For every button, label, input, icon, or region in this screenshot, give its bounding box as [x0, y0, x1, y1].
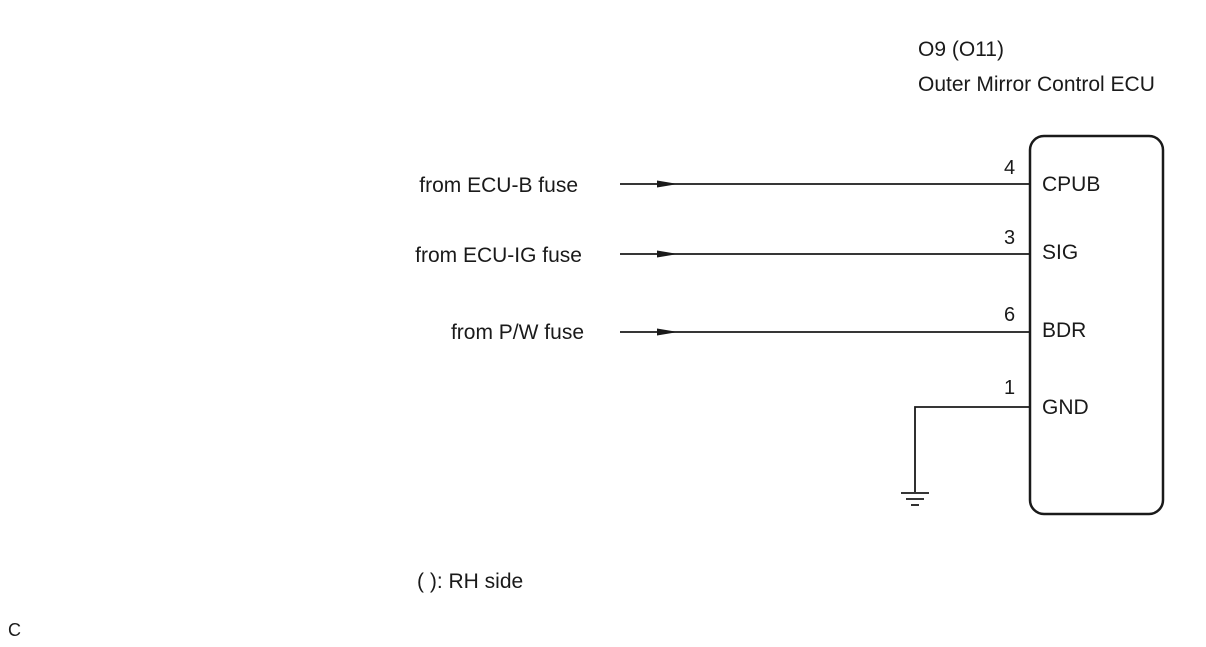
legend-note: ( ): RH side: [417, 570, 524, 593]
terminal-name-cpub: CPUB: [1042, 173, 1101, 196]
arrow-cpub-icon: [657, 180, 678, 188]
arrow-bdr-icon: [657, 328, 678, 336]
source-label-pw-fuse: from P/W fuse: [450, 321, 584, 344]
wire-gnd: [914, 406, 1030, 492]
pin-number-sig: 3: [1004, 227, 1016, 249]
ecu-name: Outer Mirror Control ECU: [918, 73, 1155, 96]
arrow-sig-icon: [657, 250, 678, 258]
pin-number-cpub: 4: [1004, 157, 1016, 179]
terminal-name-sig: SIG: [1042, 241, 1079, 264]
ground-icon: [901, 492, 929, 506]
corner-mark: C: [8, 620, 21, 640]
terminal-name-gnd: GND: [1042, 396, 1089, 419]
connector-code: O9 (O11): [918, 38, 1004, 61]
source-label-ecu-ig-fuse: from ECU-IG fuse: [415, 244, 582, 267]
pin-number-gnd: 1: [1004, 377, 1016, 399]
terminal-name-bdr: BDR: [1042, 319, 1087, 342]
source-label-ecu-b-fuse: from ECU-B fuse: [419, 174, 578, 197]
pin-number-bdr: 6: [1004, 304, 1016, 326]
ecu-box: [1028, 134, 1165, 516]
